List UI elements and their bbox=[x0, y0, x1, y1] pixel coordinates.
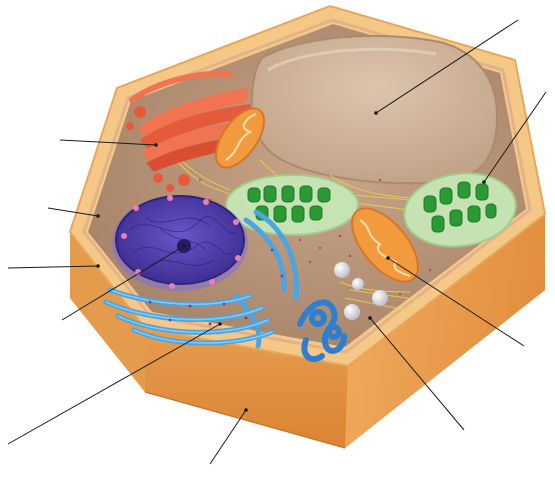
chloroplast-middle bbox=[226, 175, 358, 235]
leader-outer-wall bbox=[210, 410, 246, 464]
nucleus bbox=[112, 195, 248, 291]
